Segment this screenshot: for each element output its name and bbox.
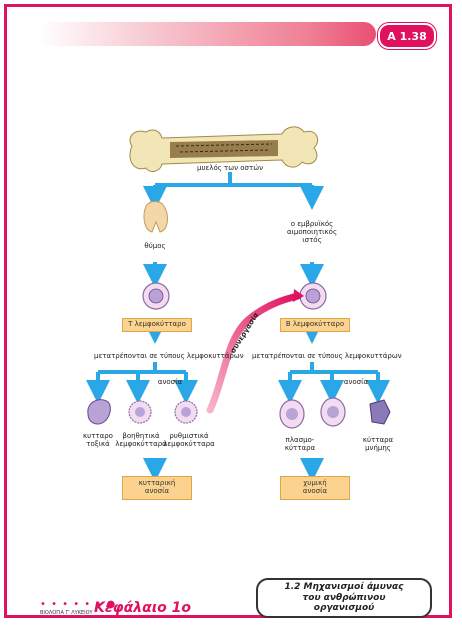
section-title-box: 1.2 Μηχανισμοί άμυνας του ανθρώπινου οργ… bbox=[256, 578, 432, 618]
cytotoxic-cell bbox=[88, 400, 111, 424]
helper-label: βοηθητικά λεμφοκύτταρα bbox=[114, 432, 168, 448]
arrows-top bbox=[155, 172, 312, 198]
right-group-label: ανοσία bbox=[336, 378, 376, 386]
helper-cell bbox=[129, 401, 151, 423]
regulatory-cell bbox=[175, 401, 197, 423]
left-group-label: ανοσία bbox=[150, 378, 190, 386]
cellular-immunity-box: κυτταρική ανοσία bbox=[122, 476, 192, 500]
memory-label: κύτταρα μνήμης bbox=[356, 436, 400, 452]
plasma-label: πλασμο- κύτταρα bbox=[278, 436, 322, 452]
fetal-tissue-label: ο εμβρυϊκός αιμοποιητικός ιστός bbox=[272, 220, 352, 244]
bone-marrow-label: μυελός των οστών bbox=[180, 164, 280, 172]
thymus-label: θύμος bbox=[130, 242, 180, 250]
memory-cell bbox=[370, 400, 390, 424]
t-lymphocyte-cell bbox=[143, 283, 169, 309]
chapter-title: Κεφάλαιο 1ο bbox=[94, 600, 191, 616]
plasma-cell-2 bbox=[321, 398, 345, 426]
humoral-immunity-box: χυμική ανοσία bbox=[280, 476, 350, 500]
arrows-middle bbox=[98, 362, 378, 392]
plasma-cell bbox=[280, 400, 304, 428]
t-lymphocyte-box: Τ λεμφοκύτταρο bbox=[122, 318, 192, 332]
left-process-label: μετατρέπονται σε τύπους λεμφοκυττάρων bbox=[94, 352, 220, 360]
thymus-illustration bbox=[144, 202, 167, 233]
regulatory-label: ρυθμιστικά λεμφοκύτταρα bbox=[162, 432, 216, 448]
b-lymphocyte-box: Β λεμφοκύτταρο bbox=[280, 318, 350, 332]
right-process-label: μετατρέπονται σε τύπους λεμφοκυττάρων bbox=[252, 352, 378, 360]
footer-note: ΒΙΟΛΟΓΙΑ Γ' ΛΥΚΕΙΟΥ bbox=[40, 610, 93, 616]
